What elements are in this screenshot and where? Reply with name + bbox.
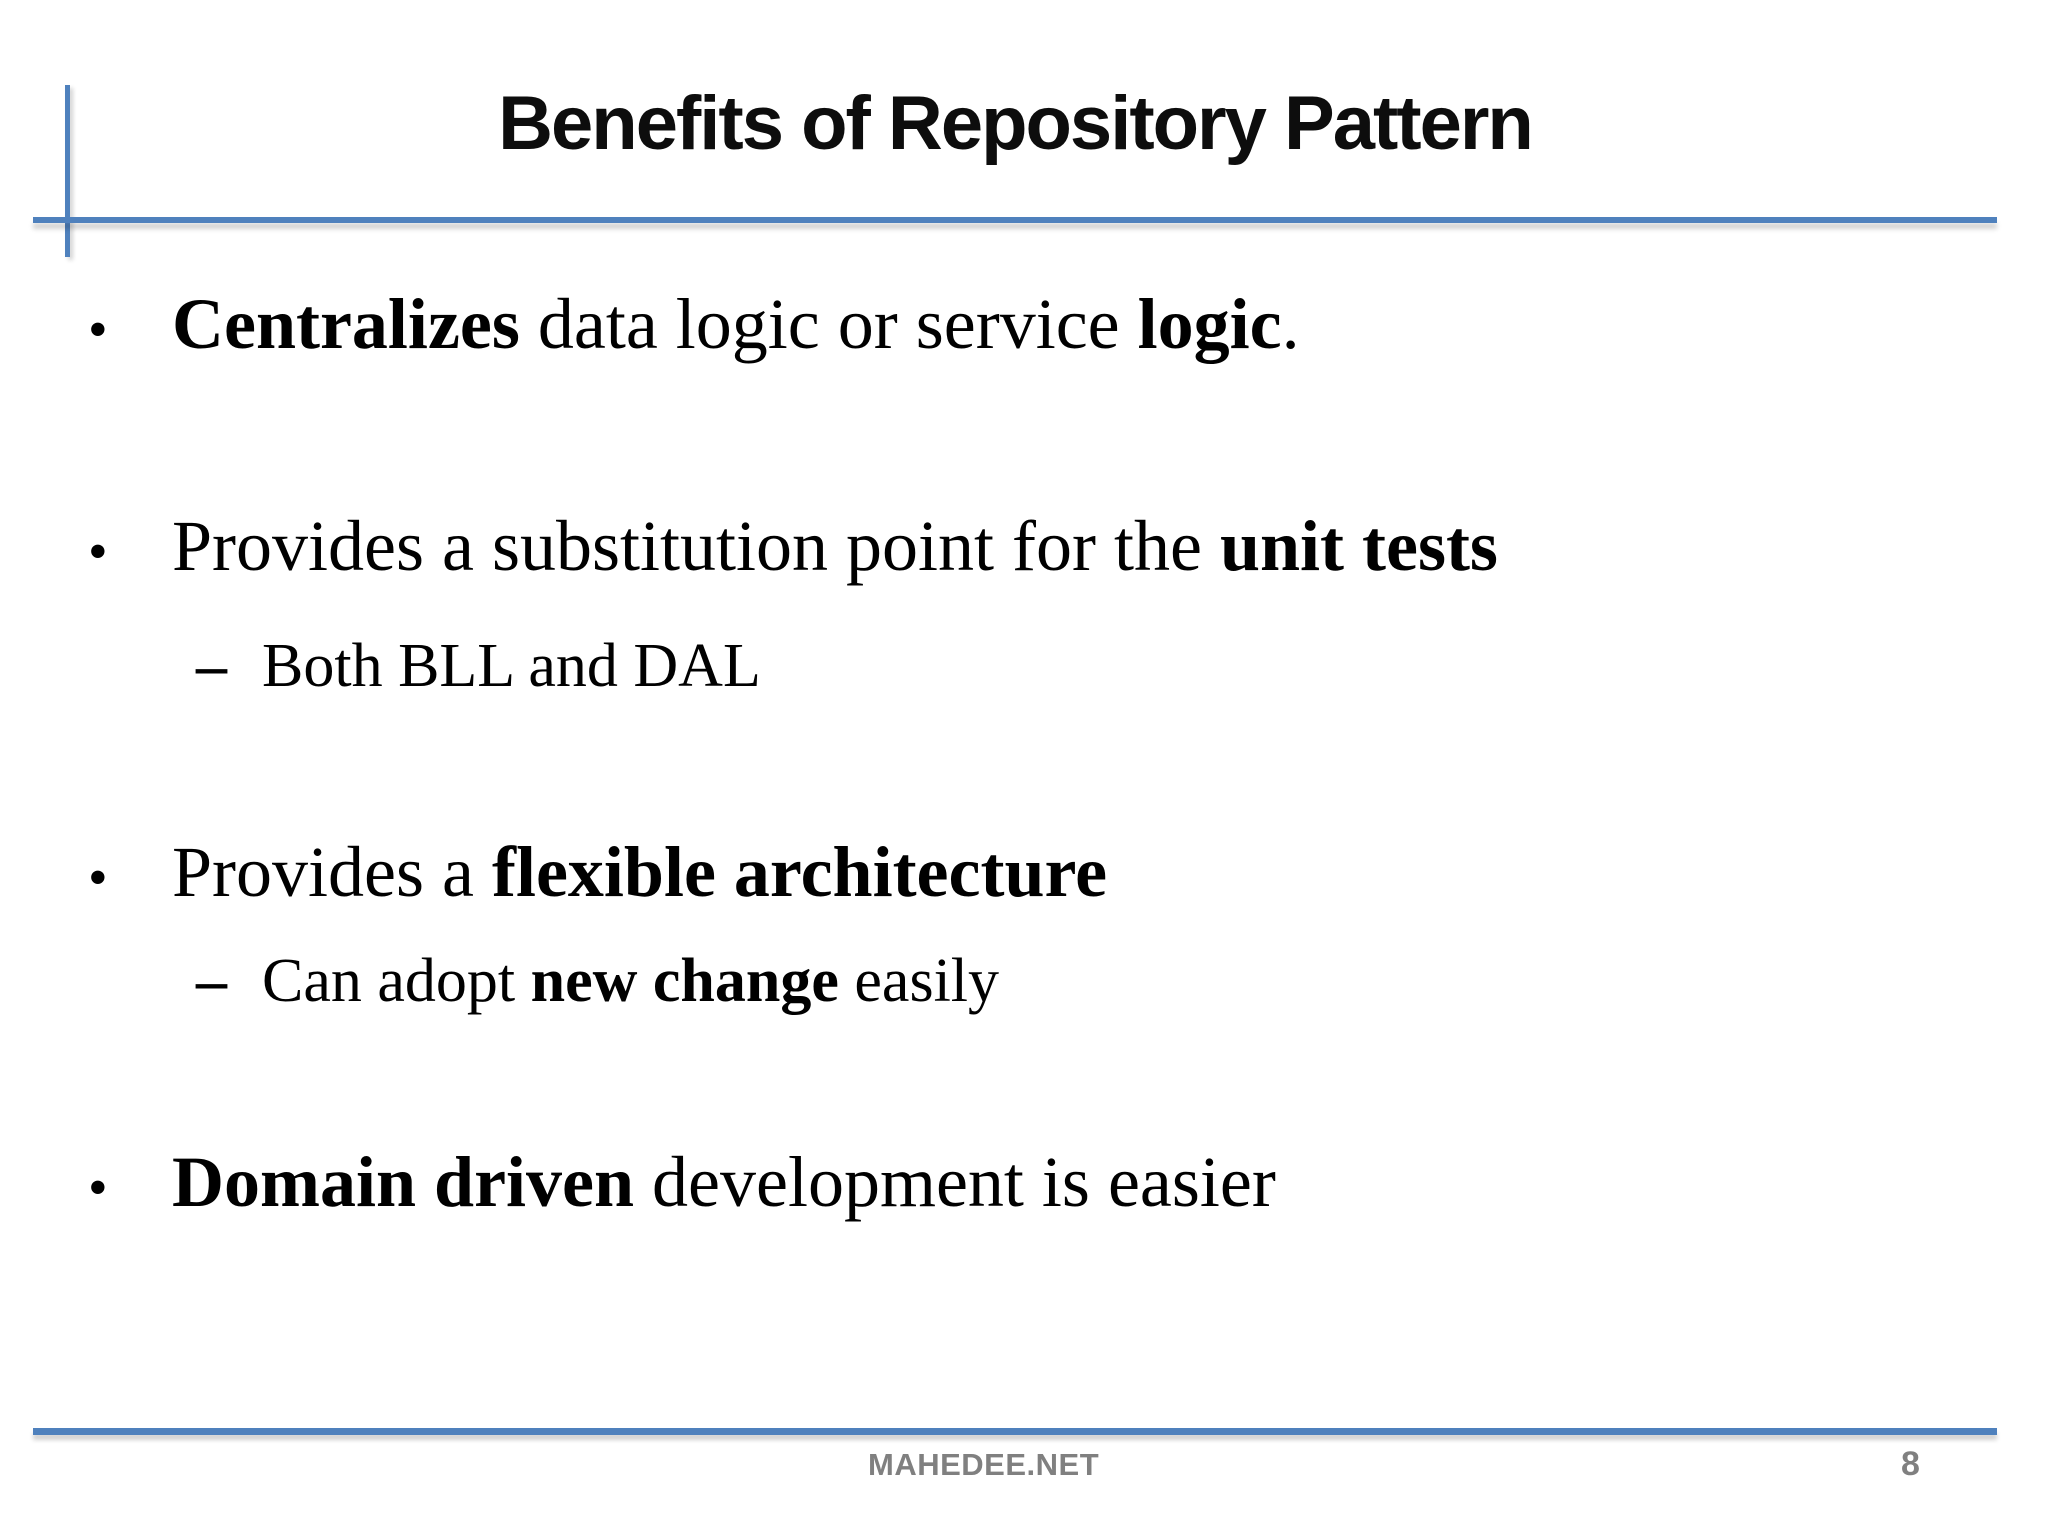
slide-title: Benefits of Repository Pattern bbox=[498, 81, 1534, 166]
bullet-text: Centralizes data logic or service logic. bbox=[172, 281, 1300, 367]
text-run: flexible architecture bbox=[491, 832, 1108, 912]
text-run: logic bbox=[1137, 284, 1282, 364]
text-run: new change bbox=[530, 947, 839, 1015]
text-run: Centralizes bbox=[172, 284, 520, 364]
text-run: Can adopt bbox=[262, 947, 531, 1015]
subbullet-both-bll-dal: – Both BLL and DAL bbox=[196, 629, 761, 703]
footer-divider-line bbox=[33, 1428, 1997, 1435]
bullet-text: Domain driven development is easier bbox=[172, 1139, 1276, 1225]
subbullet-new-change: – Can adopt new change easily bbox=[196, 944, 999, 1018]
bullet-substitution-point: • Provides a substitution point for the … bbox=[88, 503, 1498, 589]
bullet-dot-icon: • bbox=[88, 847, 108, 909]
title-accent-vertical-line bbox=[65, 85, 70, 257]
title-underline bbox=[33, 217, 1997, 223]
bullet-text: Can adopt new change easily bbox=[262, 944, 999, 1018]
text-run: development is easier bbox=[634, 1142, 1276, 1222]
footer-site-label: MAHEDEE.NET bbox=[868, 1447, 1100, 1482]
bullet-dot-icon: • bbox=[88, 1157, 108, 1219]
text-run: data logic or service bbox=[519, 284, 1138, 364]
bullet-dot-icon: • bbox=[88, 299, 108, 361]
bullet-domain-driven: • Domain driven development is easier bbox=[88, 1139, 1276, 1225]
bullet-centralizes: • Centralizes data logic or service logi… bbox=[88, 281, 1300, 367]
text-run: Provides a substitution point for the bbox=[172, 506, 1220, 586]
text-run: Domain driven bbox=[172, 1142, 635, 1222]
dash-icon: – bbox=[196, 632, 227, 700]
text-run: unit tests bbox=[1219, 506, 1498, 586]
bullet-text: Both BLL and DAL bbox=[262, 629, 761, 703]
text-run: . bbox=[1281, 284, 1300, 364]
text-run: Both BLL and DAL bbox=[262, 632, 761, 700]
dash-icon: – bbox=[196, 947, 227, 1015]
bullet-text: Provides a flexible architecture bbox=[172, 829, 1107, 915]
page-number: 8 bbox=[1901, 1445, 1920, 1483]
text-run: easily bbox=[838, 947, 1000, 1015]
bullet-dot-icon: • bbox=[88, 521, 108, 583]
bullet-flexible-architecture: • Provides a flexible architecture bbox=[88, 829, 1107, 915]
text-run: Provides a bbox=[172, 832, 492, 912]
bullet-text: Provides a substitution point for the un… bbox=[172, 503, 1498, 589]
